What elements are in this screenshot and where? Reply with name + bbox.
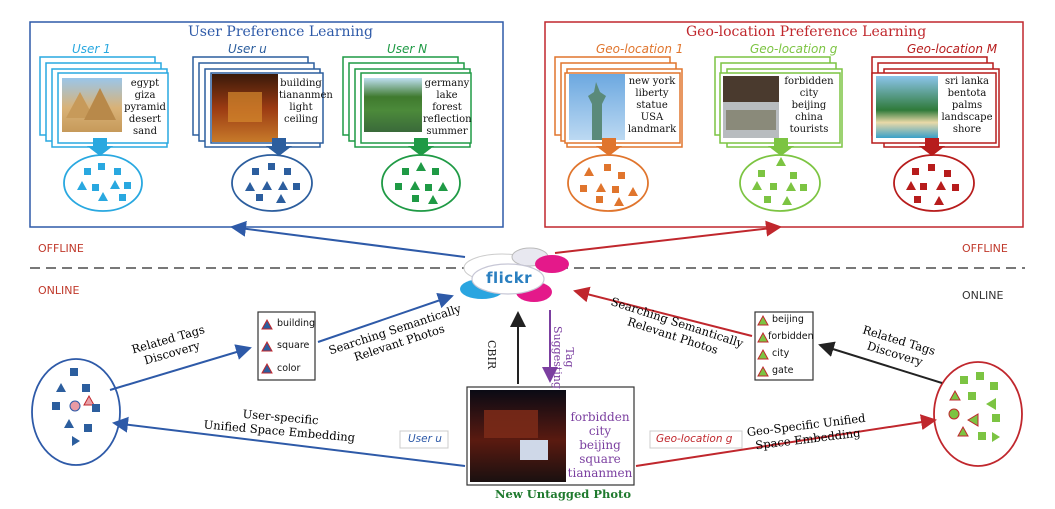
userN-title: User N [387, 42, 428, 56]
userN-photo-stack [342, 56, 472, 148]
geo-space-ellipse [933, 361, 1023, 467]
useru-photo-stack [192, 56, 324, 148]
geog-title: Geo-location g [750, 42, 838, 56]
user-preference-box [29, 21, 504, 228]
online-label-right: ONLINE [962, 289, 1004, 302]
arrow-photo-to-geo [635, 414, 937, 467]
arrow-flickr-to-user [230, 220, 466, 258]
offline-label-left: OFFLINE [38, 242, 84, 255]
userN-cluster [381, 154, 461, 212]
offline-label-right: OFFLINE [962, 242, 1008, 255]
right-tag-3: city [772, 348, 790, 359]
geo-space-shapes [948, 372, 1000, 442]
geog-down-arrow [768, 138, 794, 156]
user1-cluster-shapes [77, 163, 131, 201]
geo1-photo-stack [554, 56, 683, 148]
geo1-cluster [567, 154, 649, 212]
arrow-flickr-to-geo [554, 220, 782, 254]
user-u-badge-text: User u [408, 433, 442, 445]
user1-cluster [63, 154, 143, 212]
useru-title: User u [228, 42, 267, 56]
geo1-down-arrow [596, 138, 622, 156]
geoM-cluster-shapes [906, 164, 959, 205]
left-tag-box-icons [261, 318, 273, 374]
arrow-tagbox-to-flickr-right [573, 286, 753, 337]
userN-cluster-shapes [395, 162, 448, 204]
right-tag-1: beijing [772, 314, 804, 325]
arrow-geo-to-tagbox [818, 341, 943, 384]
left-tag-1: building [277, 318, 316, 329]
left-tag-3: color [277, 363, 301, 374]
user-space-shapes [52, 368, 100, 446]
useru-down-arrow [266, 138, 292, 156]
user-space-ellipse [31, 358, 121, 466]
cbir-label: CBIR [485, 340, 498, 370]
geo-section-title: Geo-location Preference Learning [686, 24, 927, 40]
user1-down-arrow [87, 138, 113, 156]
geo1-cluster-shapes [580, 164, 638, 206]
right-tag-box-icons [757, 314, 769, 377]
geoM-title: Geo-location M [907, 42, 998, 56]
useru-cluster [231, 154, 313, 212]
arrow-user-to-tagbox [109, 344, 252, 391]
geoM-down-arrow [919, 138, 945, 156]
flickr-logo-text: flickr [486, 269, 533, 287]
right-tag-2: forbidden [768, 331, 814, 342]
arrow-photo-to-user [112, 416, 466, 467]
geog-cluster-shapes [752, 157, 807, 205]
geoM-photo-stack [871, 56, 1000, 148]
arrow-tagbox-to-flickr [317, 292, 454, 343]
flickr-logo [460, 247, 569, 302]
geo-g-badge-text: Geo-location g [656, 433, 733, 445]
right-tag-4: gate [772, 365, 794, 376]
user1-title: User 1 [72, 42, 111, 56]
online-label-left: ONLINE [38, 284, 80, 297]
geo-preference-box [544, 21, 1024, 228]
user-u-badge [399, 430, 449, 449]
user-section-title: User Preference Learning [188, 24, 373, 40]
geo1-title: Geo-location 1 [596, 42, 684, 56]
new-photo-caption: New Untagged Photo [495, 487, 631, 501]
geo-g-badge [649, 430, 743, 449]
user1-photo-stack [39, 56, 169, 148]
userN-down-arrow [408, 138, 434, 156]
useru-cluster-shapes [245, 163, 300, 203]
geog-cluster [739, 154, 821, 212]
left-tag-2: square [277, 340, 310, 351]
geoM-cluster [893, 154, 975, 212]
geog-photo-stack [714, 56, 843, 148]
